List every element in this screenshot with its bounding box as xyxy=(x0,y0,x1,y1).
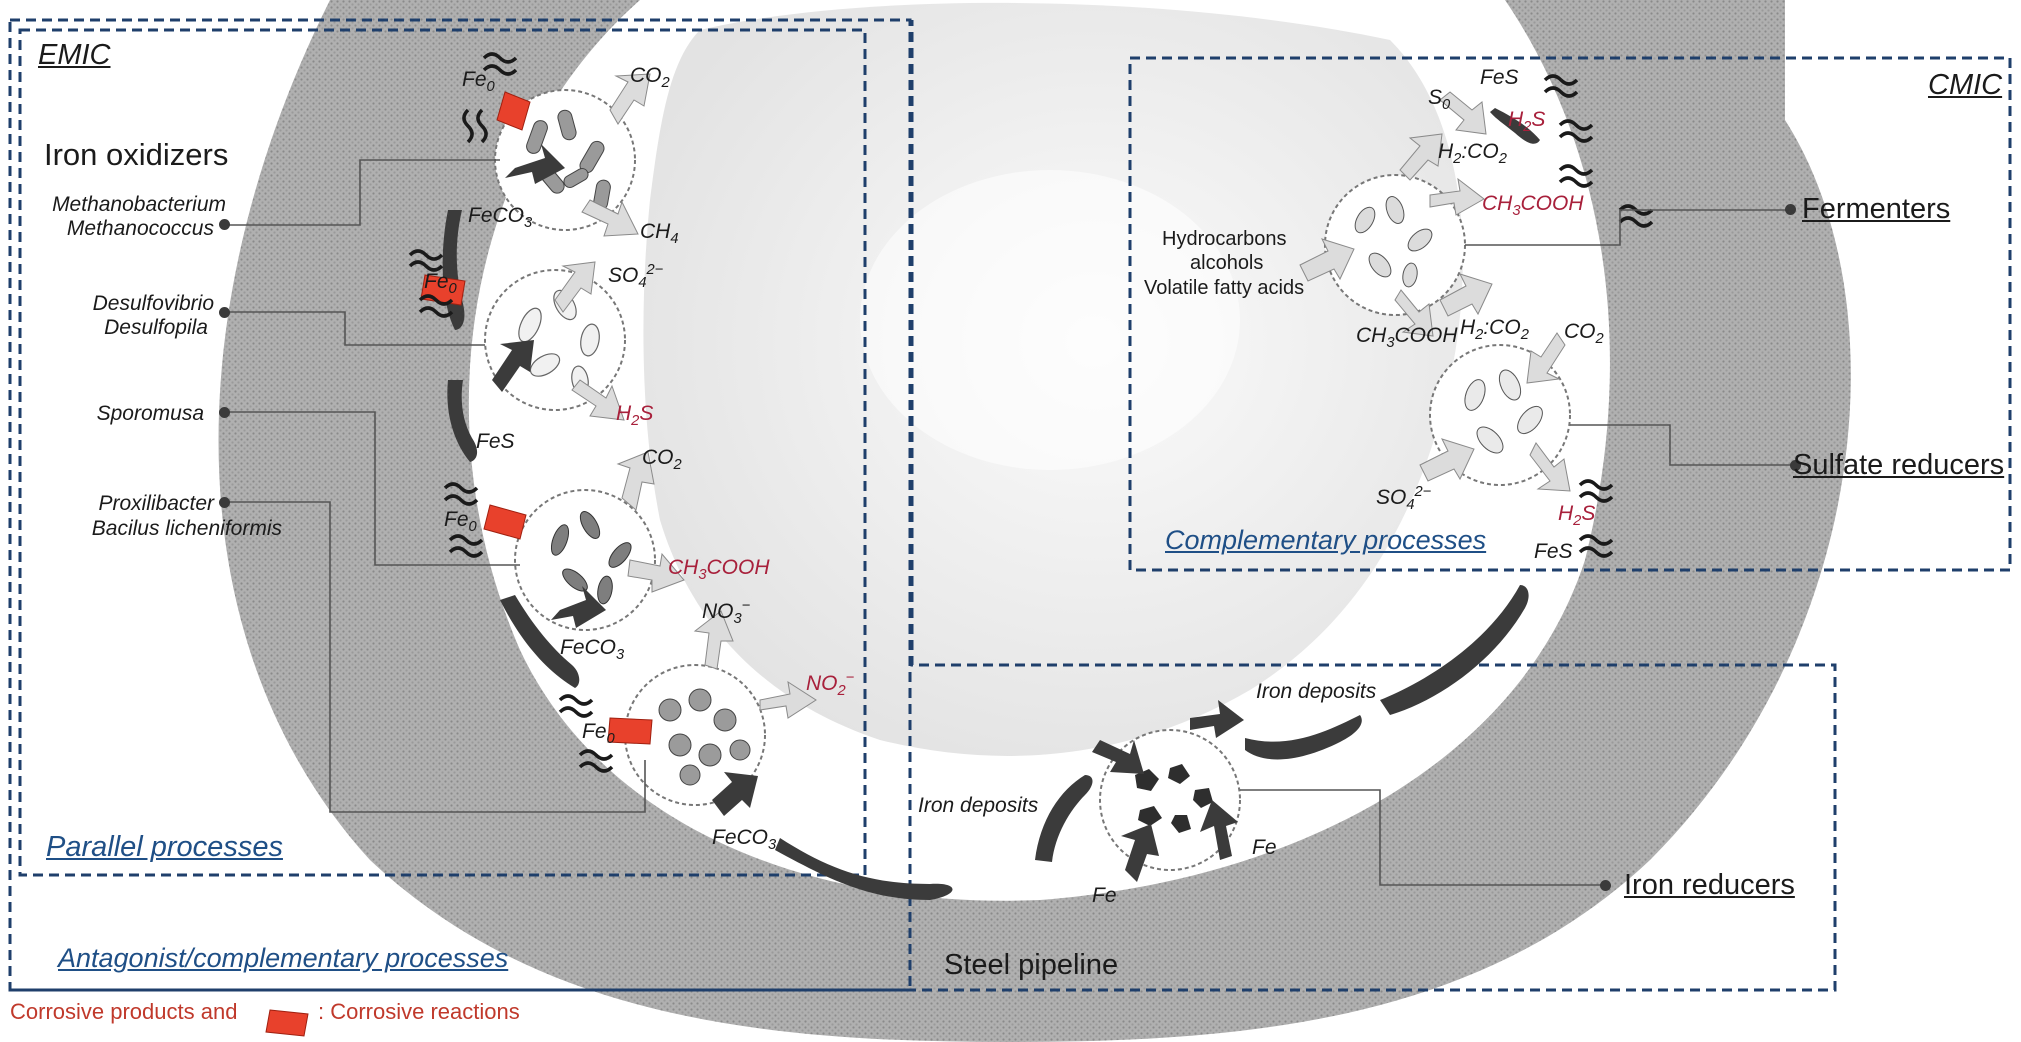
h2s-label-3: H2S xyxy=(1558,502,1596,530)
corrosive-reaction-arrows xyxy=(265,91,653,1037)
organism-proxilibacter: Proxilibacter xyxy=(98,492,214,515)
leader-dot xyxy=(219,307,230,318)
organism-desulfopila: Desulfopila xyxy=(104,316,208,339)
ch3cooh-label-1: CH3COOH xyxy=(668,556,770,584)
no2-label: NO2− xyxy=(806,670,855,700)
leader-dot xyxy=(1600,880,1611,891)
ch4-label: CH4 xyxy=(640,220,679,248)
so4-label-1: SO42− xyxy=(608,262,664,292)
leader-dot xyxy=(1785,204,1796,215)
fermenters-label: Fermenters xyxy=(1802,193,1951,225)
fes-label-2: FeS xyxy=(1480,66,1519,89)
organism-desulfovibrio: Desulfovibrio xyxy=(92,292,214,315)
arrows-dark xyxy=(492,144,1244,882)
microbial-clusters xyxy=(484,89,1571,871)
leader-dot xyxy=(219,407,230,418)
iron-reducers-label: Iron reducers xyxy=(1624,869,1795,901)
feco3-label-1: FeCO3 xyxy=(468,204,533,232)
h2s-label-2: H2S xyxy=(1508,108,1546,136)
organism-sporomusa: Sporomusa xyxy=(96,402,204,425)
parallel-processes-label: Parallel processes xyxy=(46,831,283,863)
iron-oxidizers-label: Iron oxidizers xyxy=(44,137,229,172)
pipe-wall xyxy=(218,0,1851,1042)
ch3cooh-label-3: CH3COOH xyxy=(1356,324,1458,352)
leader-dot xyxy=(219,219,230,230)
iron-deposits-label-2: Iron deposits xyxy=(1256,680,1377,703)
co2-label-2: CO2 xyxy=(642,446,682,474)
arrows-light xyxy=(554,73,1571,719)
fe0-label-1: Fe0 xyxy=(462,68,495,96)
emic-title: EMIC xyxy=(38,39,111,71)
sulfate-reducers-label: Sulfate reducers xyxy=(1793,449,2005,481)
legend-corrosive-products: Corrosive products and xyxy=(10,999,238,1024)
h2s-label-1: H2S xyxy=(616,402,654,430)
leader-dot xyxy=(1790,460,1801,471)
leader-lines xyxy=(224,159,1795,886)
complementary-processes-label: Complementary processes xyxy=(1165,525,1487,555)
iron-deposits-label-1: Iron deposits xyxy=(918,794,1039,817)
co2-label-1: CO2 xyxy=(630,64,670,92)
s0-label: S0 xyxy=(1428,86,1451,114)
substrates-hydrocarbons: Hydrocarbons xyxy=(1162,228,1287,250)
ch3cooh-label-2: CH3COOH xyxy=(1482,192,1584,220)
organism-bacilus-licheniformis: Bacilus licheniformis xyxy=(91,517,282,540)
feco3-label-2: FeCO3 xyxy=(560,636,625,664)
substrates-volatile-fatty-acids: Volatile fatty acids xyxy=(1144,277,1305,299)
organism-methanobacterium: Methanobacterium xyxy=(52,193,226,216)
fe-label-2: Fe xyxy=(1092,884,1117,907)
substrates-alcohols: alcohols xyxy=(1190,252,1264,274)
fe0-label-2: Fe0 xyxy=(424,270,457,298)
frame-emic xyxy=(18,28,867,877)
corrosion-squiggles xyxy=(408,52,1654,773)
h2co2-label-1: H2:CO2 xyxy=(1438,140,1507,168)
legend-corrosive-reactions: : Corrosive reactions xyxy=(318,999,520,1024)
organism-methanococcus: Methanococcus xyxy=(66,217,214,240)
leader-dot xyxy=(219,497,230,508)
frame-cmic xyxy=(1128,56,2012,572)
frame-antagonist-lower xyxy=(10,20,1837,992)
fes-label-1: FeS xyxy=(476,430,515,453)
fe-label-1: Fe xyxy=(1252,836,1277,859)
cmic-title: CMIC xyxy=(1928,69,2003,101)
cells xyxy=(526,109,611,211)
no3-label: NO3− xyxy=(702,598,751,628)
antagonist-processes-label: Antagonist/complementary processes xyxy=(58,943,509,973)
fe0-label-3: Fe0 xyxy=(444,508,477,536)
so4-label-2: SO42− xyxy=(1376,484,1432,514)
fe0-label-4: Fe0 xyxy=(582,720,615,748)
steel-pipeline-label: Steel pipeline xyxy=(944,949,1119,981)
co2-label-3: CO2 xyxy=(1564,320,1604,348)
h2co2-label-2: H2:CO2 xyxy=(1460,316,1529,344)
feco3-label-3: FeCO3 xyxy=(712,826,777,854)
fes-label-3: FeS xyxy=(1534,540,1573,563)
